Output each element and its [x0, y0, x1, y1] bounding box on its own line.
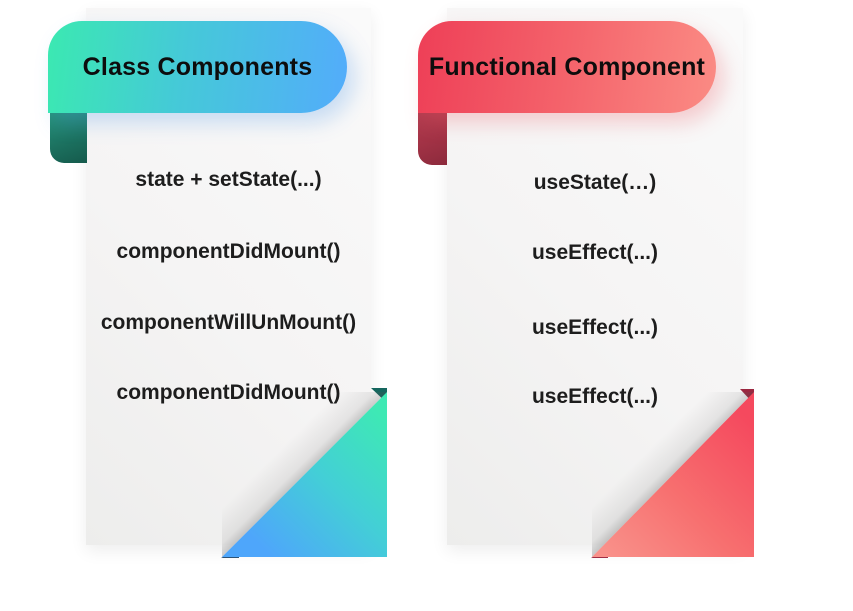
func-item-useeffect-2: useEffect(...) — [531, 316, 659, 339]
class-components-title: Class Components — [82, 52, 313, 81]
class-ribbon-fold — [50, 112, 87, 163]
class-item-componentdidmount-2: componentDidMount() — [86, 379, 371, 407]
left-corner-curl — [222, 392, 387, 557]
func-item-useeffect-3: useEffect(...) — [447, 383, 743, 411]
functional-component-ribbon: Functional Component — [418, 21, 716, 113]
func-item-usestate: useState(…) — [533, 171, 657, 194]
functional-ribbon-fold — [418, 111, 447, 165]
class-item-componentwillunmount: componentWillUnMount() — [100, 311, 357, 334]
class-item-componentdidmount-1: componentDidMount() — [116, 240, 341, 263]
functional-component-title: Functional Component — [428, 52, 706, 81]
class-components-ribbon: Class Components — [48, 21, 347, 113]
class-item-state: state + setState(...) — [135, 168, 322, 191]
right-corner-curl — [592, 392, 754, 557]
func-item-useeffect-1: useEffect(...) — [531, 241, 659, 264]
